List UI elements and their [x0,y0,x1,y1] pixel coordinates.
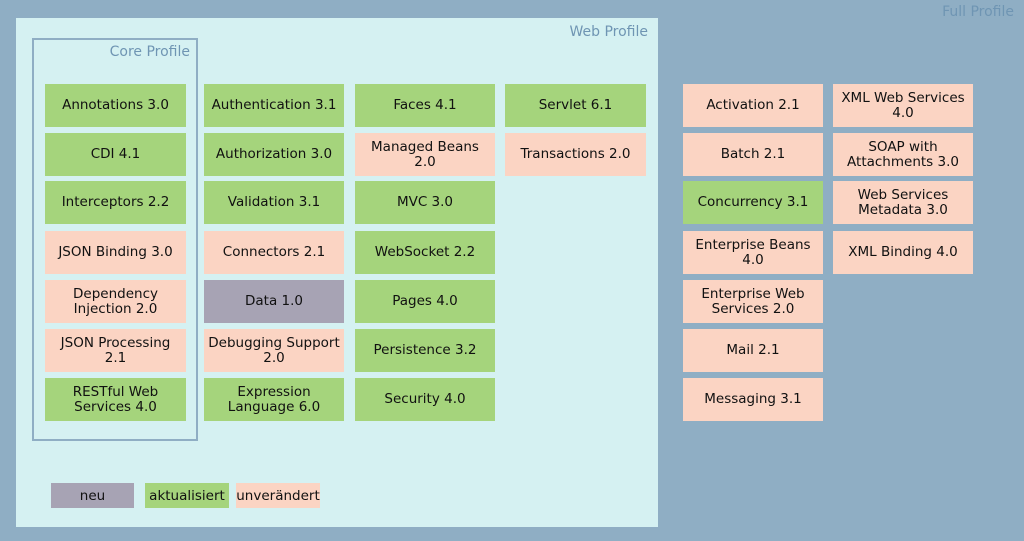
spec-box: Activation 2.1 [683,84,823,127]
spec-box: Transactions 2.0 [505,133,646,176]
spec-box: Interceptors 2.2 [45,181,186,224]
spec-box: RESTful Web Services 4.0 [45,378,186,421]
spec-box: Batch 2.1 [683,133,823,176]
spec-box: Managed Beans 2.0 [355,133,495,176]
spec-box: Debugging Support 2.0 [204,329,344,372]
spec-box: MVC 3.0 [355,181,495,224]
web-profile-label: Web Profile [569,24,648,40]
spec-box: Messaging 3.1 [683,378,823,421]
legend-item: unverändert [236,483,320,508]
spec-box: WebSocket 2.2 [355,231,495,274]
spec-box: Mail 2.1 [683,329,823,372]
spec-box: Concurrency 3.1 [683,181,823,224]
spec-box: Persistence 3.2 [355,329,495,372]
legend-item: neu [51,483,134,508]
spec-box: CDI 4.1 [45,133,186,176]
spec-box: Connectors 2.1 [204,231,344,274]
spec-box: JSON Processing 2.1 [45,329,186,372]
spec-box: Dependency Injection 2.0 [45,280,186,323]
legend-item: aktualisiert [145,483,229,508]
spec-box: Validation 3.1 [204,181,344,224]
spec-box: Authentication 3.1 [204,84,344,127]
spec-box: Faces 4.1 [355,84,495,127]
spec-box: Data 1.0 [204,280,344,323]
spec-box: Annotations 3.0 [45,84,186,127]
spec-box: SOAP with Attachments 3.0 [833,133,973,176]
full-profile-label: Full Profile [942,4,1014,20]
spec-box: Enterprise Web Services 2.0 [683,280,823,323]
spec-box: XML Binding 4.0 [833,231,973,274]
core-profile-label: Core Profile [109,44,190,60]
spec-box: Enterprise Beans 4.0 [683,231,823,274]
core-profile-panel: Core Profile [32,38,198,441]
spec-box: Pages 4.0 [355,280,495,323]
spec-box: Expression Language 6.0 [204,378,344,421]
spec-box: Web Services Metadata 3.0 [833,181,973,224]
spec-box: Authorization 3.0 [204,133,344,176]
spec-box: Security 4.0 [355,378,495,421]
spec-box: JSON Binding 3.0 [45,231,186,274]
spec-box: XML Web Services 4.0 [833,84,973,127]
spec-box: Servlet 6.1 [505,84,646,127]
